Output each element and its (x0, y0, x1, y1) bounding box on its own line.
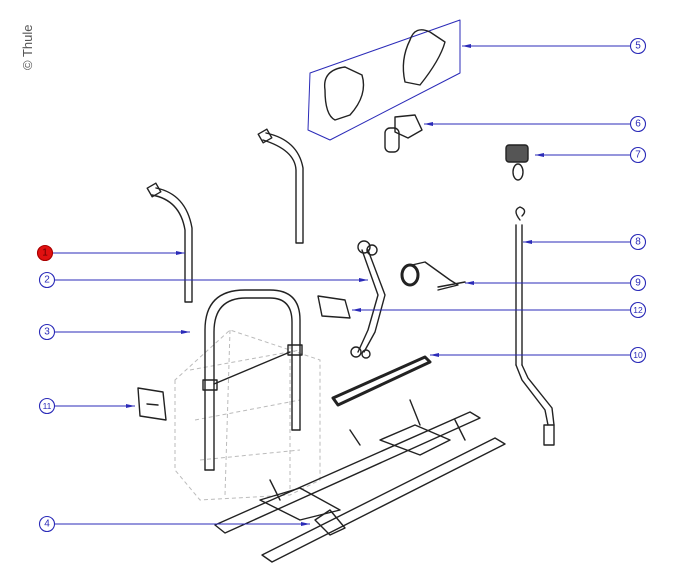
callout-label: 1 (42, 248, 48, 259)
callout-4[interactable]: 4 (38, 515, 311, 533)
callout-label: 6 (635, 119, 641, 130)
part-3-frame[interactable] (202, 289, 303, 471)
callout-9[interactable]: 9 (465, 274, 647, 292)
callout-label: 5 (635, 41, 641, 52)
part-2-arm[interactable] (350, 240, 386, 359)
callout-label: 10 (633, 350, 643, 360)
callout-label: 4 (44, 519, 50, 530)
part-10-belt[interactable] (331, 355, 432, 407)
part-5-cover-set[interactable] (307, 19, 461, 141)
callout-7[interactable]: 7 (535, 146, 647, 164)
callout-label: 3 (44, 327, 50, 338)
callout-label: 9 (635, 278, 641, 289)
callout-label: 12 (633, 305, 643, 315)
callout-label: 11 (43, 401, 52, 411)
callout-3[interactable]: 3 (38, 323, 191, 341)
callout-5[interactable]: 5 (462, 37, 647, 55)
callout-label: 8 (635, 237, 641, 248)
callout-11[interactable]: 11 (38, 397, 136, 415)
part-11-plate[interactable] (137, 387, 167, 421)
callout-1[interactable]: 1 (36, 244, 186, 262)
part-1-tube[interactable] (146, 182, 193, 303)
callout-12[interactable]: 12 (352, 301, 647, 319)
callout-6[interactable]: 6 (424, 115, 647, 133)
part-6-clamp[interactable] (384, 114, 423, 153)
callout-label: 7 (635, 150, 641, 161)
part-4-wheel-rails[interactable] (214, 399, 506, 563)
callout-label: 2 (44, 275, 50, 286)
part-12-pad[interactable] (317, 295, 351, 319)
part-7-knob[interactable] (505, 144, 529, 181)
callout-2[interactable]: 2 (38, 271, 369, 289)
part-8-rod[interactable] (515, 206, 555, 446)
part-9-strap[interactable] (400, 261, 466, 291)
ghost-frame (174, 329, 321, 501)
callout-10[interactable]: 10 (430, 346, 647, 364)
tube-upper (257, 128, 304, 244)
callout-8[interactable]: 8 (523, 233, 647, 251)
